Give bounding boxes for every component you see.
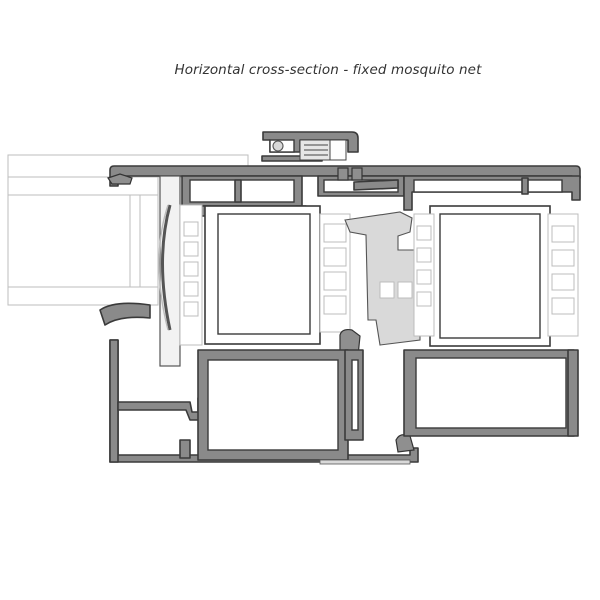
wall-block bbox=[7, 154, 249, 306]
diagram-title: Horizontal cross-section - fixed mosquit… bbox=[174, 62, 482, 78]
mosquito-net-clip bbox=[261, 131, 359, 162]
right-sash-profile bbox=[403, 175, 581, 437]
glazing-left bbox=[204, 205, 351, 345]
glazing-right bbox=[413, 205, 579, 347]
sash-left bbox=[99, 173, 203, 367]
frame-bottom-chamber bbox=[197, 349, 364, 461]
connector-details bbox=[319, 167, 411, 465]
